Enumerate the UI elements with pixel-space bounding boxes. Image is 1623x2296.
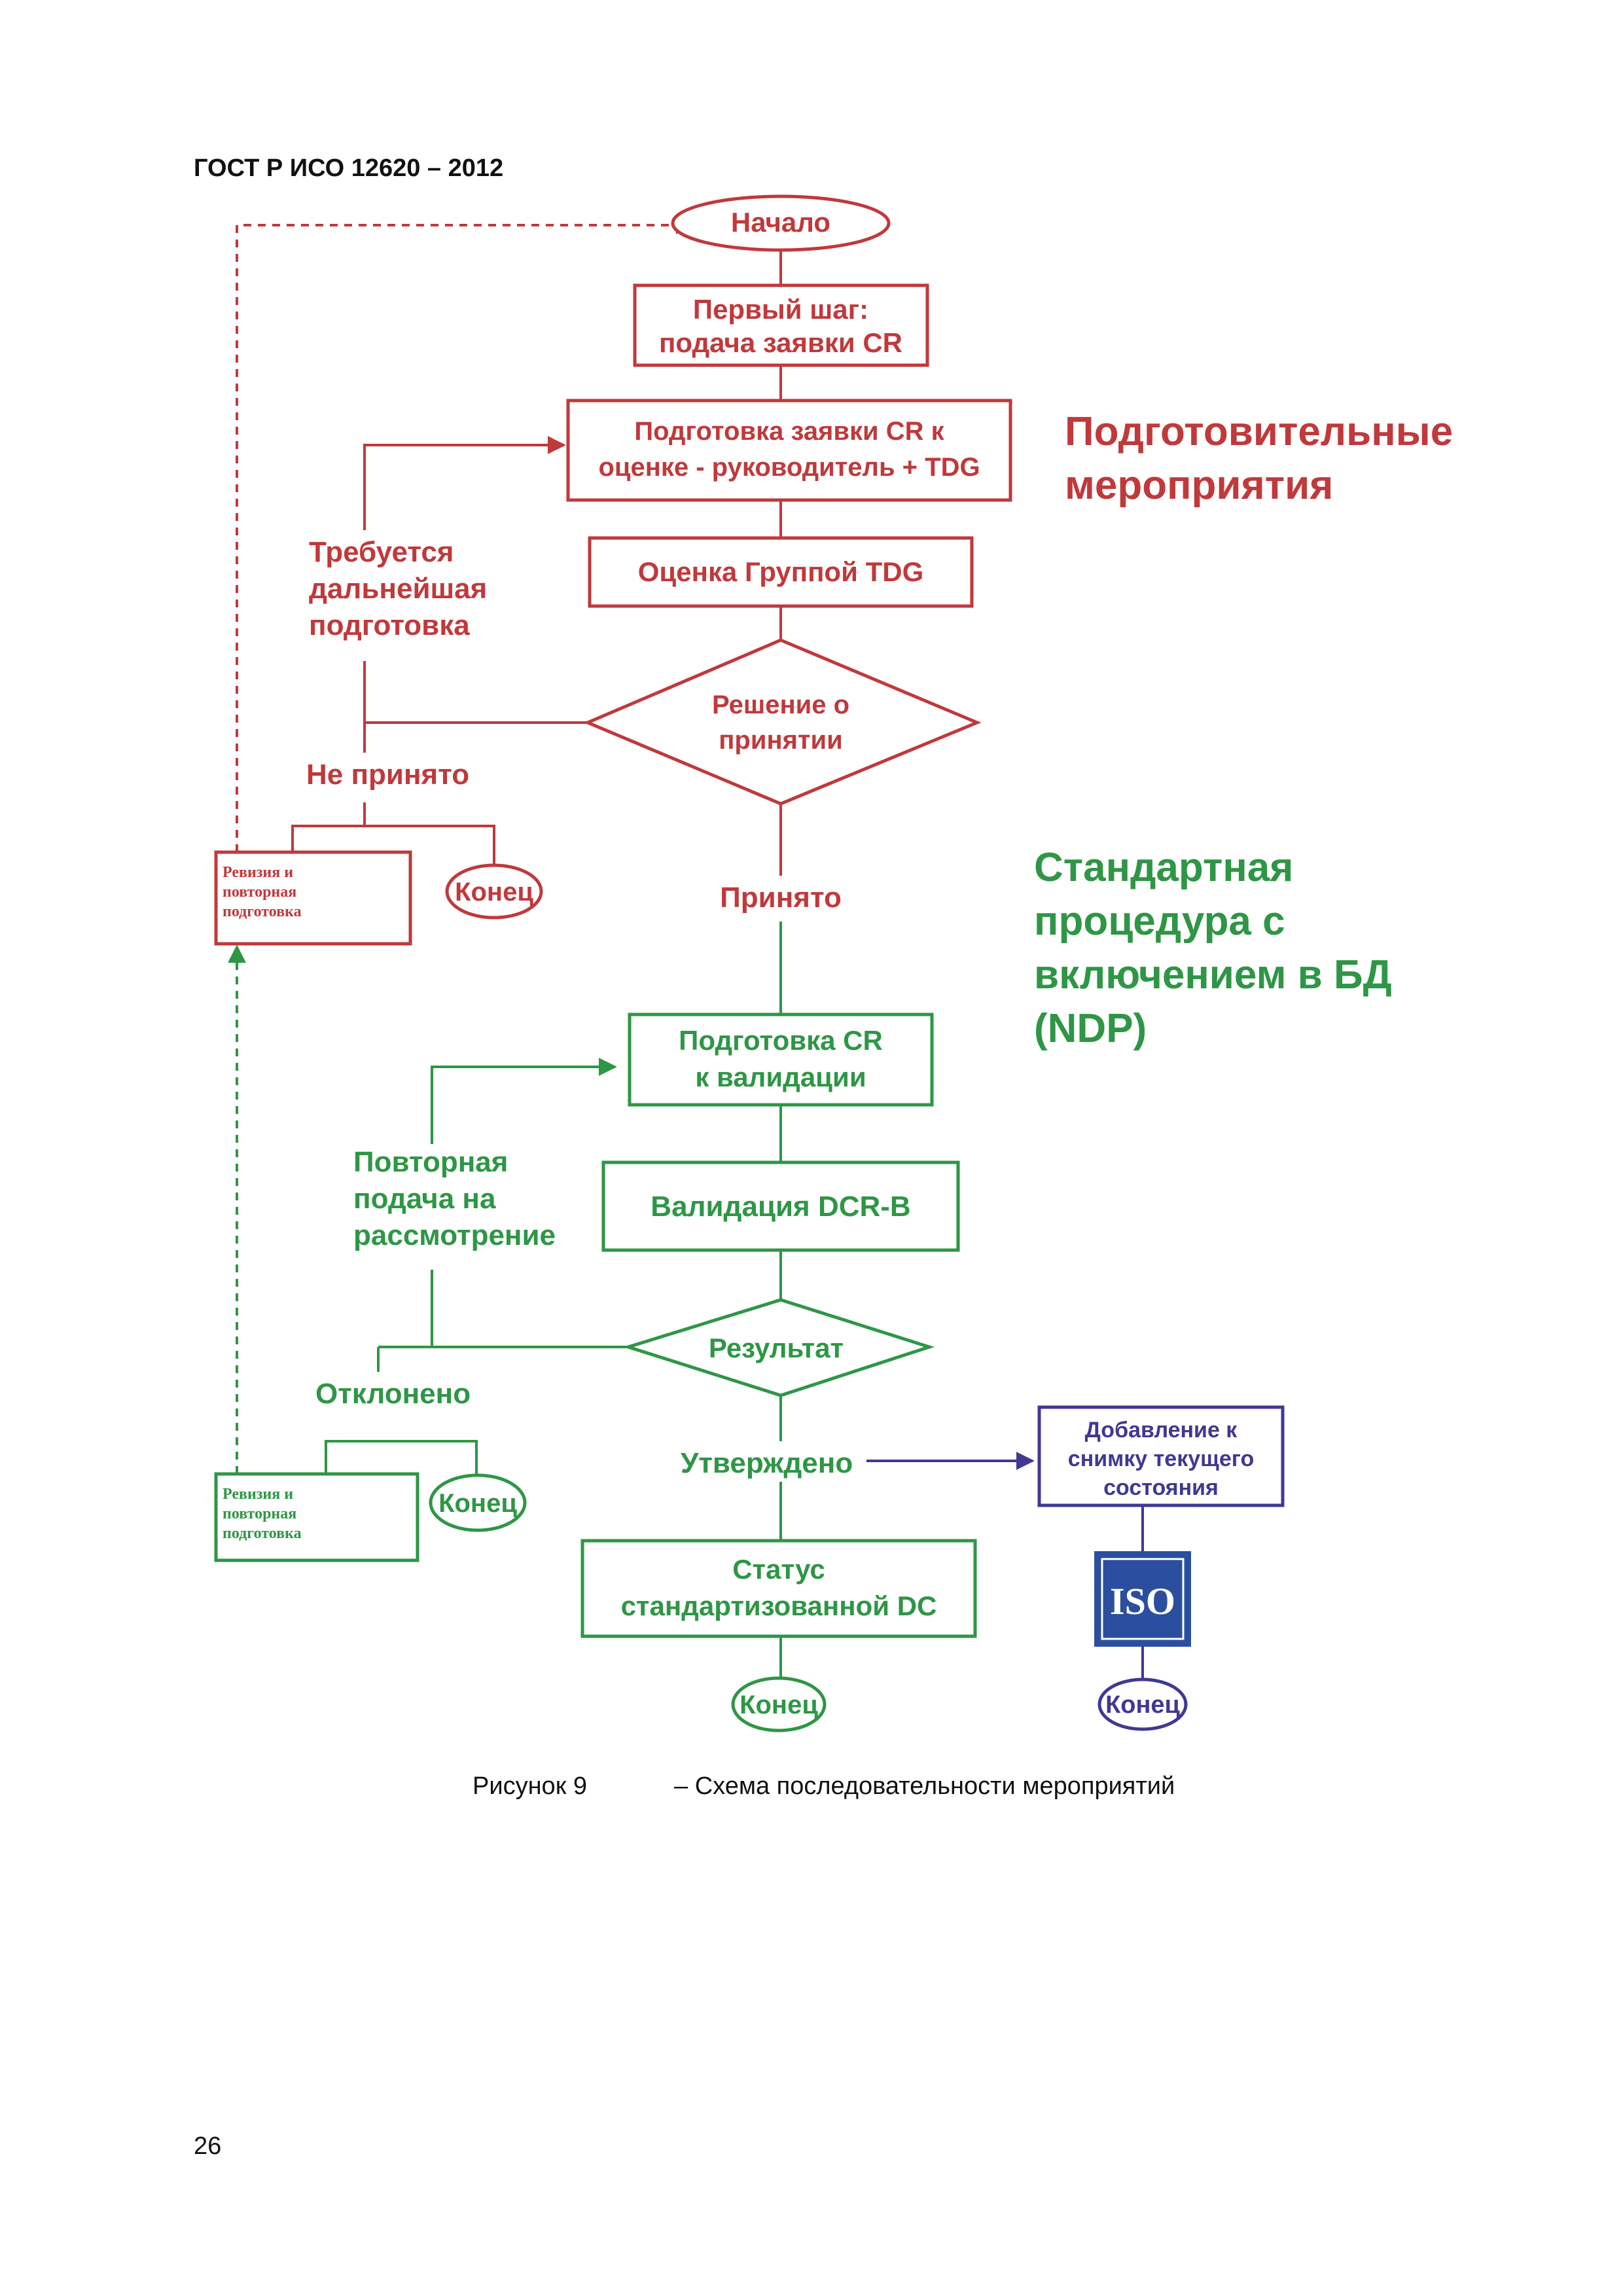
end-green-bottom-label: Конец (740, 1691, 818, 1719)
end-red-terminal (445, 863, 543, 920)
prep-cr-box (566, 399, 1012, 502)
standard-section-title-line4: (NDP) (1034, 1006, 1147, 1051)
red-connectors (291, 250, 782, 876)
prep-section-title-line2: мероприятия (1065, 463, 1333, 508)
end-green-left-terminal (429, 1473, 527, 1532)
snapshot-line2: снимку текущего (1068, 1446, 1254, 1471)
resubmit-label-line3: рассмотрение (353, 1219, 556, 1251)
revision-green-box (214, 1472, 419, 1562)
iso-logo: ISO (1094, 1551, 1191, 1647)
accepted-label: Принято (720, 882, 842, 914)
standard-section-title-line2: процедура с (1034, 899, 1285, 944)
red-dashed-return-arrow (236, 216, 694, 852)
document-header: ГОСТ Р ИСО 12620 – 2012 (194, 154, 504, 182)
rejected-label: Отклонено (315, 1378, 471, 1410)
status-dc-line1: Статус (732, 1554, 825, 1585)
end-blue-label: Конец (1105, 1691, 1180, 1719)
caption-text: – Схема последовательности мероприятий (674, 1772, 1175, 1800)
prep-section-title-line1: Подготовительные (1065, 409, 1453, 454)
start-terminal (671, 194, 891, 252)
resubmit-label-line1: Повторная (353, 1146, 508, 1178)
decision-label-line2: принятии (719, 726, 842, 755)
revision-red-line1: Ревизия и (223, 864, 293, 881)
page-number: 26 (194, 2132, 222, 2160)
end-green-bottom-terminal (731, 1676, 827, 1732)
decision-label-line1: Решение о (712, 691, 849, 719)
end-red-label: Конец (455, 878, 533, 906)
revision-green-line3: подготовка (223, 1525, 302, 1542)
revision-red-line2: повторная (223, 884, 296, 901)
status-dc-line2: стандартизованной DC (621, 1590, 937, 1621)
prep-validation-box (628, 1013, 934, 1107)
end-blue-terminal (1097, 1677, 1188, 1731)
result-label: Результат (709, 1333, 844, 1363)
result-diamond (622, 1298, 935, 1397)
prep-cr-label-line1: Подготовка заявки CR к (634, 417, 944, 446)
further-prep-label-line1: Требуется (309, 536, 454, 568)
revision-green-line1: Ревизия и (223, 1486, 293, 1503)
validation-box (601, 1160, 960, 1252)
standard-section-title-line1: Стандартная (1034, 845, 1293, 890)
tdg-eval-box (588, 536, 974, 608)
standard-section-title-line3: включением в БД (1034, 952, 1392, 997)
green-connectors (325, 922, 782, 1679)
prep-cr-label-line2: оценке - руководитель + TDG (598, 453, 980, 482)
snapshot-line3: состояния (1103, 1475, 1219, 1500)
end-green-left-label: Конец (438, 1489, 517, 1518)
validation-label: Валидация DCR-B (651, 1191, 910, 1223)
iso-logo-text: ISO (1110, 1580, 1175, 1623)
revision-red-box (214, 850, 412, 946)
first-step-label-line2: подача заявки CR (659, 327, 902, 358)
first-step-box (633, 283, 929, 367)
tdg-eval-label: Оценка Группой TDG (638, 556, 923, 587)
first-step-label-line1: Первый шаг: (693, 294, 868, 325)
resubmit-label-line2: подача на (353, 1183, 496, 1215)
further-prep-label-line2: дальнейшая (309, 573, 487, 605)
start-label: Начало (731, 207, 830, 238)
prep-validation-line2: к валидации (695, 1062, 866, 1092)
further-prep-label-line3: подготовка (309, 609, 470, 641)
decision-diamond (583, 638, 982, 806)
snapshot-line1: Добавление к (1085, 1418, 1238, 1443)
status-dc-box (580, 1539, 977, 1638)
caption-label: Рисунок 9 (473, 1772, 588, 1800)
revision-green-line2: повторная (223, 1505, 296, 1522)
prep-validation-line1: Подготовка CR (679, 1025, 883, 1056)
approved-label: Утверждено (681, 1447, 853, 1479)
revision-red-line3: подготовка (223, 903, 302, 920)
not-accepted-label: Не принято (306, 759, 469, 791)
snapshot-box (1037, 1405, 1285, 1507)
